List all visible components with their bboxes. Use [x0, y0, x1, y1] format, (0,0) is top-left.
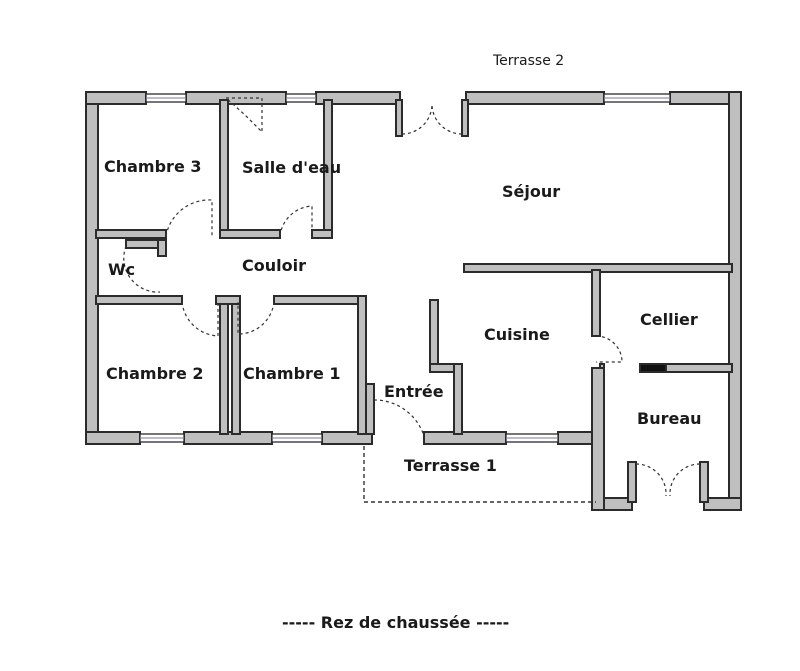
plan-caption: ----- Rez de chaussée ----- — [282, 613, 509, 632]
room-label-chambre3: Chambre 3 — [104, 157, 202, 176]
terrace-outline — [363, 446, 596, 503]
room-label-chambre1: Chambre 1 — [243, 364, 341, 383]
outdoor-label-terrasse1: Terrasse 1 — [404, 456, 497, 475]
room-label-cuisine: Cuisine — [484, 325, 550, 344]
windows — [139, 93, 671, 443]
room-label-chambre2: Chambre 2 — [106, 364, 204, 383]
room-label-cellier: Cellier — [640, 310, 698, 329]
outdoor-label-terrasse2: Terrasse 2 — [492, 53, 564, 69]
interior-walls — [95, 99, 733, 511]
room-label-sejour: Séjour — [502, 182, 560, 201]
room-label-bureau: Bureau — [637, 409, 702, 428]
room-label-salle-eau: Salle d'eau — [242, 158, 341, 177]
doors — [123, 97, 701, 497]
room-label-couloir: Couloir — [242, 256, 306, 275]
room-label-wc: Wc — [108, 260, 135, 279]
room-label-entree: Entrée — [384, 382, 444, 401]
outer-walls — [85, 91, 742, 511]
